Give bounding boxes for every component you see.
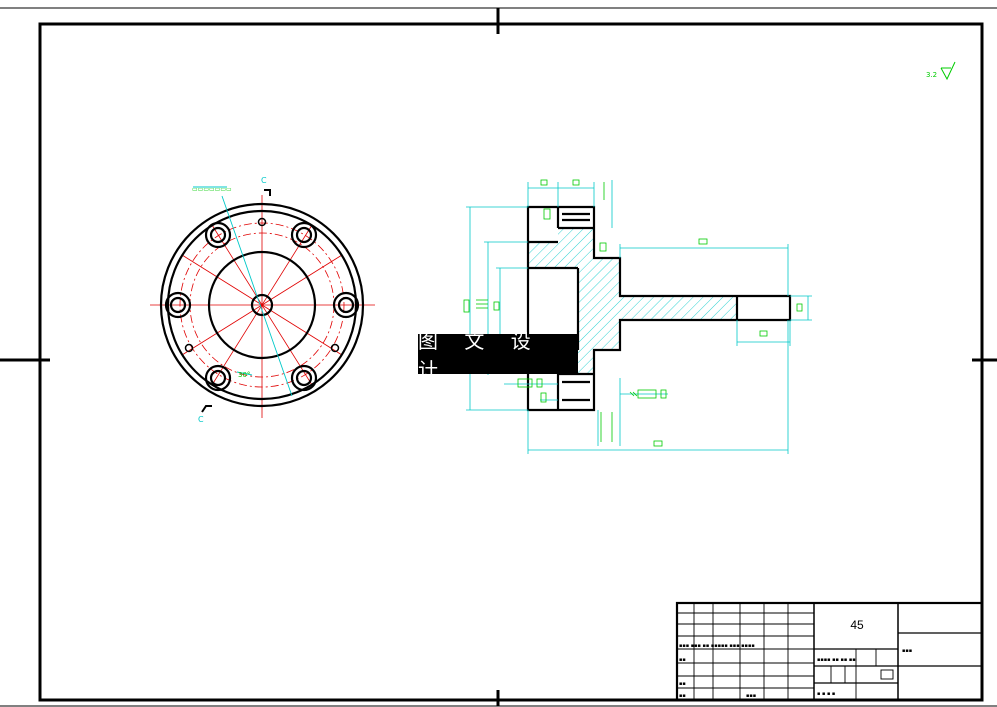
section-label-bottom: C [198,415,204,424]
centering-marks [0,8,997,706]
dimension-lines [466,180,812,454]
svg-text:3.2: 3.2 [926,71,937,79]
section-label-top: C [261,176,267,185]
svg-text:▪▪▪: ▪▪▪ [902,648,912,654]
hole-dimension-note: ▭▭▭▭▭▭▭ [192,186,232,193]
section-view [463,179,812,454]
svg-text:▪▪: ▪▪ [679,681,686,687]
svg-text:▪▪▪ ▪▪▪ ▪▪ ▪▪▪▪▪ ▪▪▪ ▪▪▪▪: ▪▪▪ ▪▪▪ ▪▪ ▪▪▪▪▪ ▪▪▪ ▪▪▪▪ [679,643,755,649]
title-block: ▪▪▪ ▪▪▪ ▪▪ ▪▪▪▪▪ ▪▪▪ ▪▪▪▪ ▪▪ ▪▪ ▪▪ ▪▪▪ ▪… [675,601,984,702]
svg-text:▪▪▪: ▪▪▪ [746,693,756,699]
svg-text:▪▪▪▪ ▪▪ ▪▪ ▪▪: ▪▪▪▪ ▪▪ ▪▪ ▪▪ [817,657,856,663]
center-lines [150,195,375,418]
material-cell: 45 [850,618,864,632]
angle-note: 30° [238,371,250,379]
section-arrow-icon [201,189,271,413]
watermark-banner: 图 文 设 计 [418,329,578,382]
section-cut-line [193,186,293,397]
surface-roughness-symbol: 3.2 [926,61,956,81]
hatched-body [528,228,737,374]
dimension-text [463,179,803,447]
drawing-frame [38,22,984,702]
svg-text:▪▪: ▪▪ [679,693,686,699]
svg-text:▪▪: ▪▪ [679,657,686,663]
front-view: C C ▭▭▭▭▭▭▭ 30° [150,176,375,424]
svg-text:▪ ▪ ▪ ▪: ▪ ▪ ▪ ▪ [817,691,835,697]
